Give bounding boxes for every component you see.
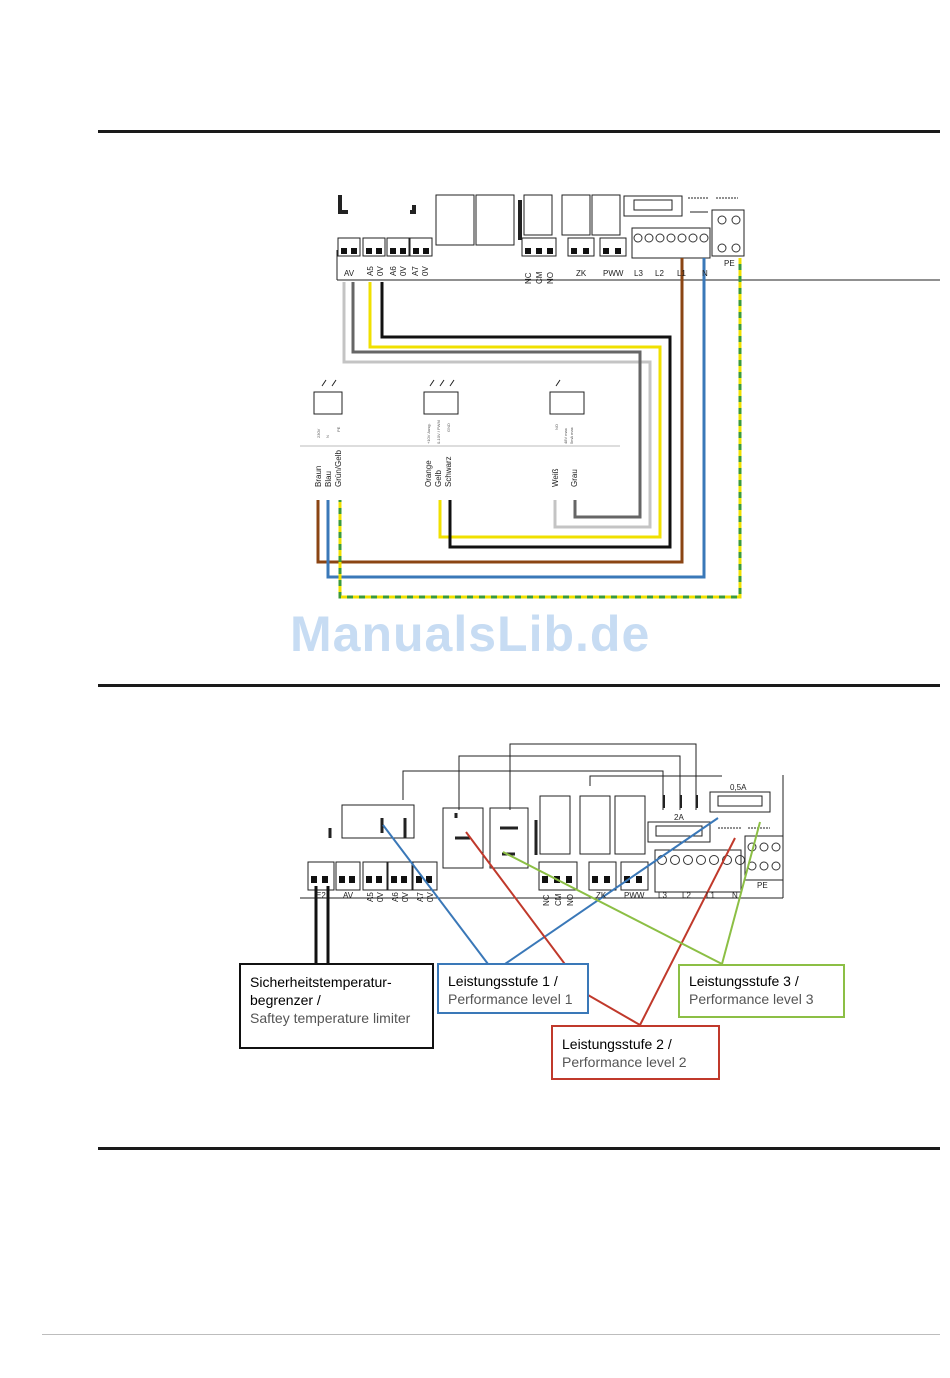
section-rule-top (98, 130, 940, 133)
d1-terminal-label: PWW (603, 269, 624, 278)
callout-safety-line3: Saftey temperature limiter (250, 1010, 411, 1026)
callout-level-2-line1: Leistungsstufe 2 / (562, 1036, 672, 1052)
d2-terminal-label: A7 (416, 892, 425, 902)
fan-wire-label: Blau (324, 471, 333, 487)
footer-rule (42, 1334, 940, 1335)
relay-wire-label: Weiß (551, 468, 560, 487)
callout-level-3-line2: Performance level 3 (689, 991, 814, 1007)
d1-terminal-label: 0V (421, 266, 430, 276)
d2-terminal-label: 0V (426, 892, 435, 902)
fan-wire-label: Braun (314, 466, 323, 487)
d2-terminal-label: NC (542, 894, 551, 906)
callout-level-1-line2: Performance level 1 (448, 991, 573, 1007)
fan-pin-label: 230V (316, 428, 321, 438)
fuse-label: 2A (674, 813, 684, 822)
fan-pin-label: PE (336, 426, 341, 432)
d1-terminal-label: A6 (389, 266, 398, 276)
d2-terminal-label: L2 (682, 891, 691, 900)
d2-terminal-label: L3 (658, 891, 667, 900)
d1-terminal-label: NO (546, 272, 555, 284)
sensor-wire-label: Orange (424, 460, 433, 487)
d1-terminal-label: A7 (411, 266, 420, 276)
watermark: ManualsLib.de (290, 606, 651, 662)
d1-terminal-label: NC (524, 272, 533, 284)
callout-level-2-line2: Performance level 2 (562, 1054, 687, 1070)
relay-pin-label: NO (554, 424, 559, 430)
callout-level-1-line1: Leistungsstufe 1 / (448, 973, 558, 989)
d1-terminal-label: 0V (376, 266, 385, 276)
d2-terminal-label: N (732, 891, 738, 900)
d2-terminal-label: AV (343, 891, 354, 900)
callout-safety-line2: begrenzer / (250, 992, 321, 1008)
relay-wire-label: Grau (570, 469, 579, 487)
relay-pin-label: 48V max (563, 428, 568, 444)
d2-terminal-label: E2 (316, 891, 326, 900)
relay-pin-label: 5mA max (569, 427, 574, 444)
fuse-label: 0,5A (730, 783, 747, 792)
d1-terminal-label: 0V (399, 266, 408, 276)
sensor-wire-label: Gelb (434, 470, 443, 487)
d1-terminal-label: AV (344, 269, 355, 278)
d2-terminal-label: A6 (391, 892, 400, 902)
callout-level-2: Leistungsstufe 2 / Performance level 2 (551, 1025, 720, 1080)
sensor-pin-label: 0-10V / PWM (436, 420, 441, 444)
d1-terminal-label: A5 (366, 266, 375, 276)
d1-terminal-label: N (702, 269, 708, 278)
callout-safety-limiter: Sicherheitstemperatur- begrenzer / Safte… (239, 963, 434, 1049)
callout-level-1: Leistungsstufe 1 / Performance level 1 (437, 963, 589, 1014)
d2-terminal-label: PWW (624, 891, 645, 900)
d2-terminal-label: ZK (596, 891, 607, 900)
fan-wire-label: Grün/Gelb (334, 450, 343, 487)
d1-terminal-label: L1 (677, 269, 686, 278)
callout-safety-line1: Sicherheitstemperatur- (250, 974, 392, 990)
d1-terminal-label: L2 (655, 269, 664, 278)
d2-terminal-label: NO (566, 894, 575, 906)
section-rule-middle (98, 684, 940, 687)
fan-pin-label: N (325, 435, 330, 438)
sensor-pin-label: GND (446, 423, 451, 432)
d1-terminal-label: ZK (576, 269, 587, 278)
callout-level-3-line1: Leistungsstufe 3 / (689, 973, 799, 989)
d2-terminal-label: 0V (401, 892, 410, 902)
wiring-diagram-1: AV A5 0V A6 0V A7 0V NC CM NO ZK PWW L3 … (300, 194, 940, 599)
d1-terminal-label: L3 (634, 269, 643, 278)
d1-terminal-label: PE (724, 259, 735, 268)
d1-terminal-label: CM (535, 271, 544, 284)
sensor-wire-label: Schwarz (444, 456, 453, 487)
d2-terminal-label: A5 (366, 892, 375, 902)
d2-terminal-label: 0V (376, 892, 385, 902)
d2-terminal-label: PE (757, 881, 768, 890)
d2-terminal-label: L1 (706, 891, 715, 900)
d2-terminal-label: CM (554, 893, 563, 906)
sensor-pin-label: +10V Ausg. (426, 423, 431, 444)
section-rule-bottom (98, 1147, 940, 1150)
callout-level-3: Leistungsstufe 3 / Performance level 3 (678, 964, 845, 1018)
